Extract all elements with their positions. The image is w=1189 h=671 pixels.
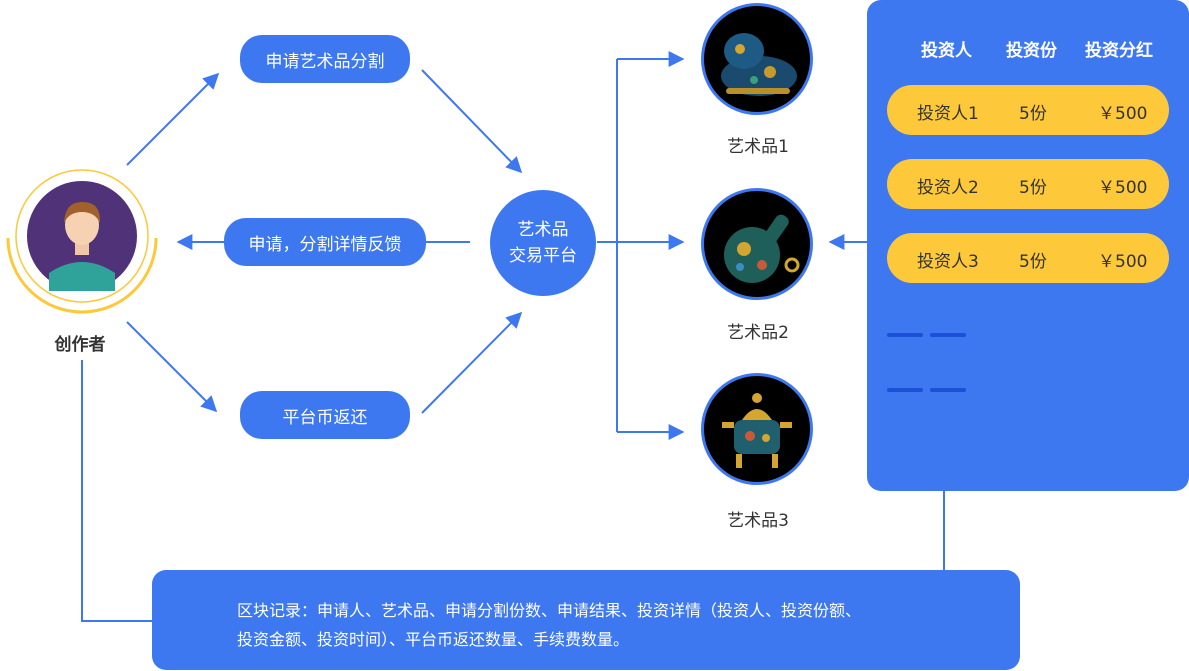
vase-icon <box>724 214 800 283</box>
investor-name: 投资人2 <box>917 178 979 198</box>
line-creator-to-record <box>81 360 152 622</box>
trading-platform-node: 艺术品 交易平台 <box>490 190 596 296</box>
investor-row: 投资人3 5份 ￥500 <box>887 233 1169 283</box>
lion-statue-icon <box>721 33 797 96</box>
refund-pill: 平台币返还 <box>240 391 410 439</box>
investor-shares: 5份 <box>1019 104 1047 124</box>
arrow-apply-to-platform <box>421 69 523 174</box>
placeholder-dash <box>887 388 923 392</box>
apply-split-pill: 申请艺术品分割 <box>240 35 410 83</box>
platform-line-2: 交易平台 <box>509 246 577 266</box>
creator-label: 创作者 <box>54 335 106 355</box>
header-dividend: 投资分红 <box>1085 41 1153 61</box>
artwork-3-image <box>701 373 813 485</box>
placeholder-dash <box>930 333 966 337</box>
artwork-3-label: 艺术品3 <box>727 511 789 531</box>
artwork-1-label: 艺术品1 <box>727 137 789 157</box>
placeholder-dash <box>887 333 923 337</box>
placeholder-dash <box>930 388 966 392</box>
creator-avatar <box>27 181 137 291</box>
investor-name: 投资人3 <box>917 252 979 272</box>
investor-name: 投资人1 <box>917 104 979 124</box>
investor-shares: 5份 <box>1019 252 1047 272</box>
incense-burner-icon <box>722 393 792 468</box>
investor-row: 投资人2 5份 ￥500 <box>887 159 1169 209</box>
record-line-2: 投资金额、投资时间）、平台币返还数量、手续费数量。 <box>237 630 630 649</box>
artwork-1-image <box>701 3 813 115</box>
investor-row: 投资人1 5份 ￥500 <box>887 85 1169 135</box>
artwork-2-image <box>701 188 813 300</box>
platform-line-1: 艺术品 <box>517 220 569 240</box>
creator-ring-thin <box>15 169 149 303</box>
person-icon <box>27 181 137 291</box>
record-line-1: 区块记录：申请人、艺术品、申请分割份数、申请结果、投资详情（投资人、投资份额、 <box>237 601 862 620</box>
investor-dividend: ￥500 <box>1098 252 1148 272</box>
investor-dividend: ￥500 <box>1098 104 1148 124</box>
arrow-refund-to-platform <box>421 311 523 414</box>
arrow-creator-to-refund <box>126 321 218 413</box>
header-shares: 投资份 <box>1006 41 1057 61</box>
artwork-2-label: 艺术品2 <box>727 323 789 343</box>
arrow-creator-to-apply <box>126 72 220 166</box>
feedback-pill: 申请，分割详情反馈 <box>224 218 426 266</box>
investor-shares: 5份 <box>1019 178 1047 198</box>
blockchain-record-box: 区块记录：申请人、艺术品、申请分割份数、申请结果、投资详情（投资人、投资份额、 … <box>152 570 1020 670</box>
investor-dividend: ￥500 <box>1098 178 1148 198</box>
creator-ring-yellow <box>6 237 158 314</box>
header-investor: 投资人 <box>921 41 972 61</box>
